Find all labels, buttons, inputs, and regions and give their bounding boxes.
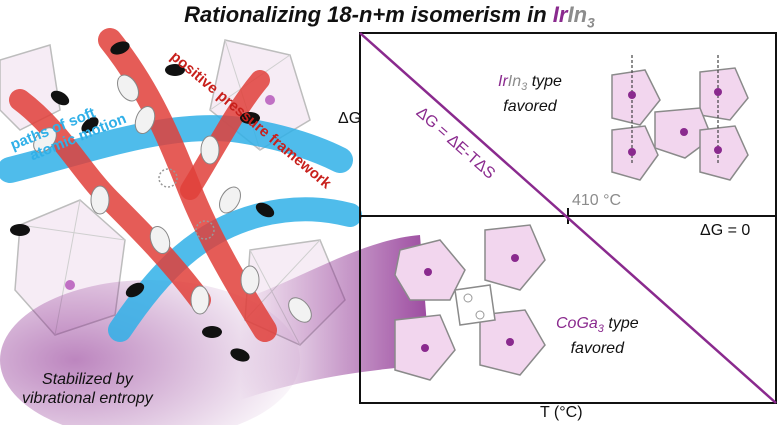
irin3-cluster <box>611 67 749 181</box>
coga3-label-line2: favored <box>570 340 624 358</box>
coga3-region-label: CoGa3 type favored <box>556 314 639 358</box>
coga3-atoms <box>421 254 519 352</box>
stabilized-label: Stabilized by vibrational entropy <box>22 370 153 408</box>
crossing-temperature-label: 410 °C <box>572 192 622 209</box>
x-axis-label: T (°C) <box>540 404 583 421</box>
irin3-label-sub: 3 <box>521 81 528 94</box>
irin3-region-label: IrIn3 type favored <box>498 72 562 116</box>
title-subscript: 3 <box>587 14 595 31</box>
vacancy-circles <box>158 168 215 240</box>
stabilized-label-line1: Stabilized by <box>42 371 133 388</box>
irin3-label-suffix: type <box>527 73 562 90</box>
plot-frame <box>359 32 777 404</box>
atom-purple-bg <box>65 280 75 290</box>
y-axis-label: ΔG <box>338 110 362 127</box>
coga3-label-suffix: type <box>603 315 639 332</box>
figure-title: Rationalizing 18-n+m isomerism in IrIn3 <box>0 2 779 30</box>
orbital-lobes-black <box>10 41 275 362</box>
coga3-vacancies <box>463 293 485 320</box>
title-prefix: Rationalizing 18-n+m isomerism in <box>184 2 553 27</box>
atom-purple-bg <box>265 95 275 105</box>
irin3-label-el2: In <box>507 73 522 90</box>
coga3-label-el2: Ga <box>576 315 598 332</box>
title-element-2: In <box>567 2 588 27</box>
coga3-label-sub: 3 <box>597 323 604 336</box>
entropy-glow <box>0 280 300 425</box>
irin3-label-el1: Ir <box>498 73 508 90</box>
irin3-atoms <box>628 88 722 156</box>
orbital-lobes-white <box>33 74 312 323</box>
zero-line-label: ΔG = 0 <box>700 222 751 239</box>
stabilized-label-line2: vibrational entropy <box>22 390 153 407</box>
coga3-label-el1: Co <box>556 315 577 332</box>
free-energy-line <box>359 32 777 404</box>
irin3-label-line2: favored <box>503 98 557 116</box>
title-element-1: Ir <box>552 2 568 27</box>
